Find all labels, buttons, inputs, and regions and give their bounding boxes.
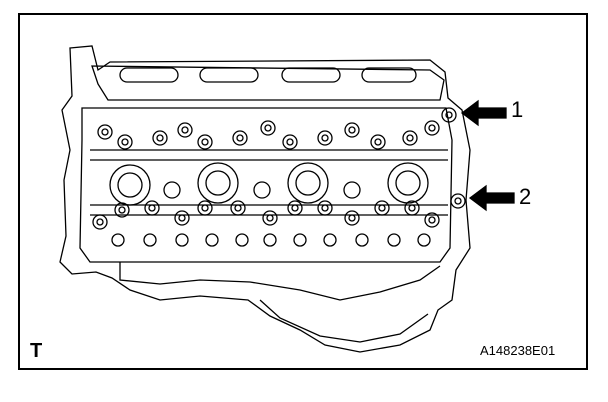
plug-2 xyxy=(450,193,466,209)
callout-1-label: 1 xyxy=(511,97,524,122)
lower-casting xyxy=(119,262,441,301)
head-bolt-row xyxy=(111,233,431,247)
upper-valve-row xyxy=(97,120,440,150)
figure-id: A148238E01 xyxy=(480,343,556,358)
callout-2-label: 2 xyxy=(519,184,532,209)
port-3 xyxy=(281,67,341,83)
arrow-left-icon xyxy=(460,99,507,127)
diagram-frame xyxy=(18,13,588,370)
cylinder-head-outline xyxy=(59,45,471,353)
port-1 xyxy=(119,67,179,83)
arrow-left-icon xyxy=(468,184,515,212)
upper-flange xyxy=(91,65,445,101)
port-4 xyxy=(361,67,417,83)
combustion-chambers xyxy=(109,162,429,206)
plug-1 xyxy=(441,107,457,123)
port-2 xyxy=(199,67,259,83)
lower-casting-detail xyxy=(259,299,429,343)
inner-deck xyxy=(79,107,453,263)
lower-valve-row xyxy=(92,200,440,230)
corner-letter: T xyxy=(30,340,43,362)
